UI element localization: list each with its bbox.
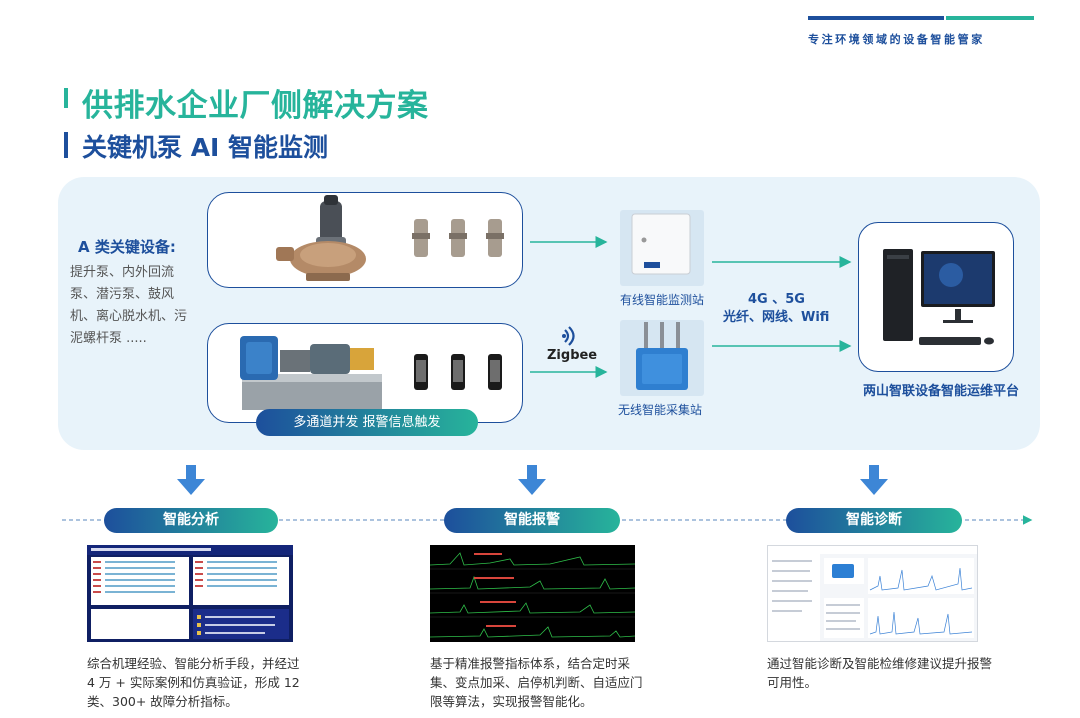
section-badge-analysis: 智能分析 [104, 508, 278, 533]
workstation-illustration [883, 249, 995, 345]
title-accent-bar [64, 88, 68, 108]
page-title: 供排水企业厂侧解决方案 [82, 88, 429, 124]
sensor-icon [412, 219, 504, 257]
wired-station-label: 有线智能监测站 [620, 293, 705, 307]
header-accent-bar-blue [808, 16, 944, 20]
alarm-description: 基于精准报警指标体系，结合定时采集、变点加采、启停机判断、自适应门限等算法，实现… [430, 656, 643, 709]
equipment-class-desc: 提升泵、内外回流泵、潜污泵、鼓风机、离心脱水机、污泥螺杆泵 ..... [70, 265, 188, 346]
wired-station-image [620, 210, 704, 286]
blower-unit-box [207, 323, 523, 423]
section-badge-diagnosis: 智能诊断 [786, 508, 962, 533]
wireless-station-label: 无线智能采集站 [618, 403, 703, 417]
header-accent-bar-green [946, 16, 1034, 20]
subtitle-accent-bar [64, 132, 68, 158]
diagnosis-ui-thumbnail [767, 545, 978, 642]
multichannel-badge: 多通道并发 报警信息触发 [256, 409, 478, 436]
submersible-pump-illustration [276, 195, 504, 281]
section-badge-alarm: 智能报警 [444, 508, 620, 533]
analysis-description: 综合机理经验、智能分析手段，并经过 4 万 + 实际案例和仿真验证，形成 12 … [87, 656, 300, 709]
network-label-wired: 光纤、网线、Wifi [723, 310, 830, 325]
alarm-waveform-thumbnail [430, 545, 635, 642]
sensor-icon [414, 354, 502, 390]
company-slogan: 专注环境领域的设备智能管家 [808, 33, 985, 46]
equipment-class-title: A 类关键设备: [78, 238, 176, 256]
page-subtitle: 关键机泵 AI 智能监测 [82, 133, 329, 162]
submersible-pump-box [207, 192, 523, 288]
network-label-cellular: 4G 、5G [748, 292, 805, 307]
analysis-dashboard-thumbnail [87, 545, 293, 642]
platform-box [858, 222, 1014, 372]
diagnosis-description: 通过智能诊断及智能检维修建议提升报警可用性。 [767, 656, 993, 690]
blower-unit-illustration [240, 336, 502, 410]
platform-label: 两山智联设备智能运维平台 [862, 384, 1019, 399]
zigbee-label: Zigbee [547, 348, 598, 363]
wireless-station-image [620, 320, 704, 396]
zigbee-wifi-icon [562, 326, 575, 346]
down-arrow-icon [177, 465, 888, 495]
